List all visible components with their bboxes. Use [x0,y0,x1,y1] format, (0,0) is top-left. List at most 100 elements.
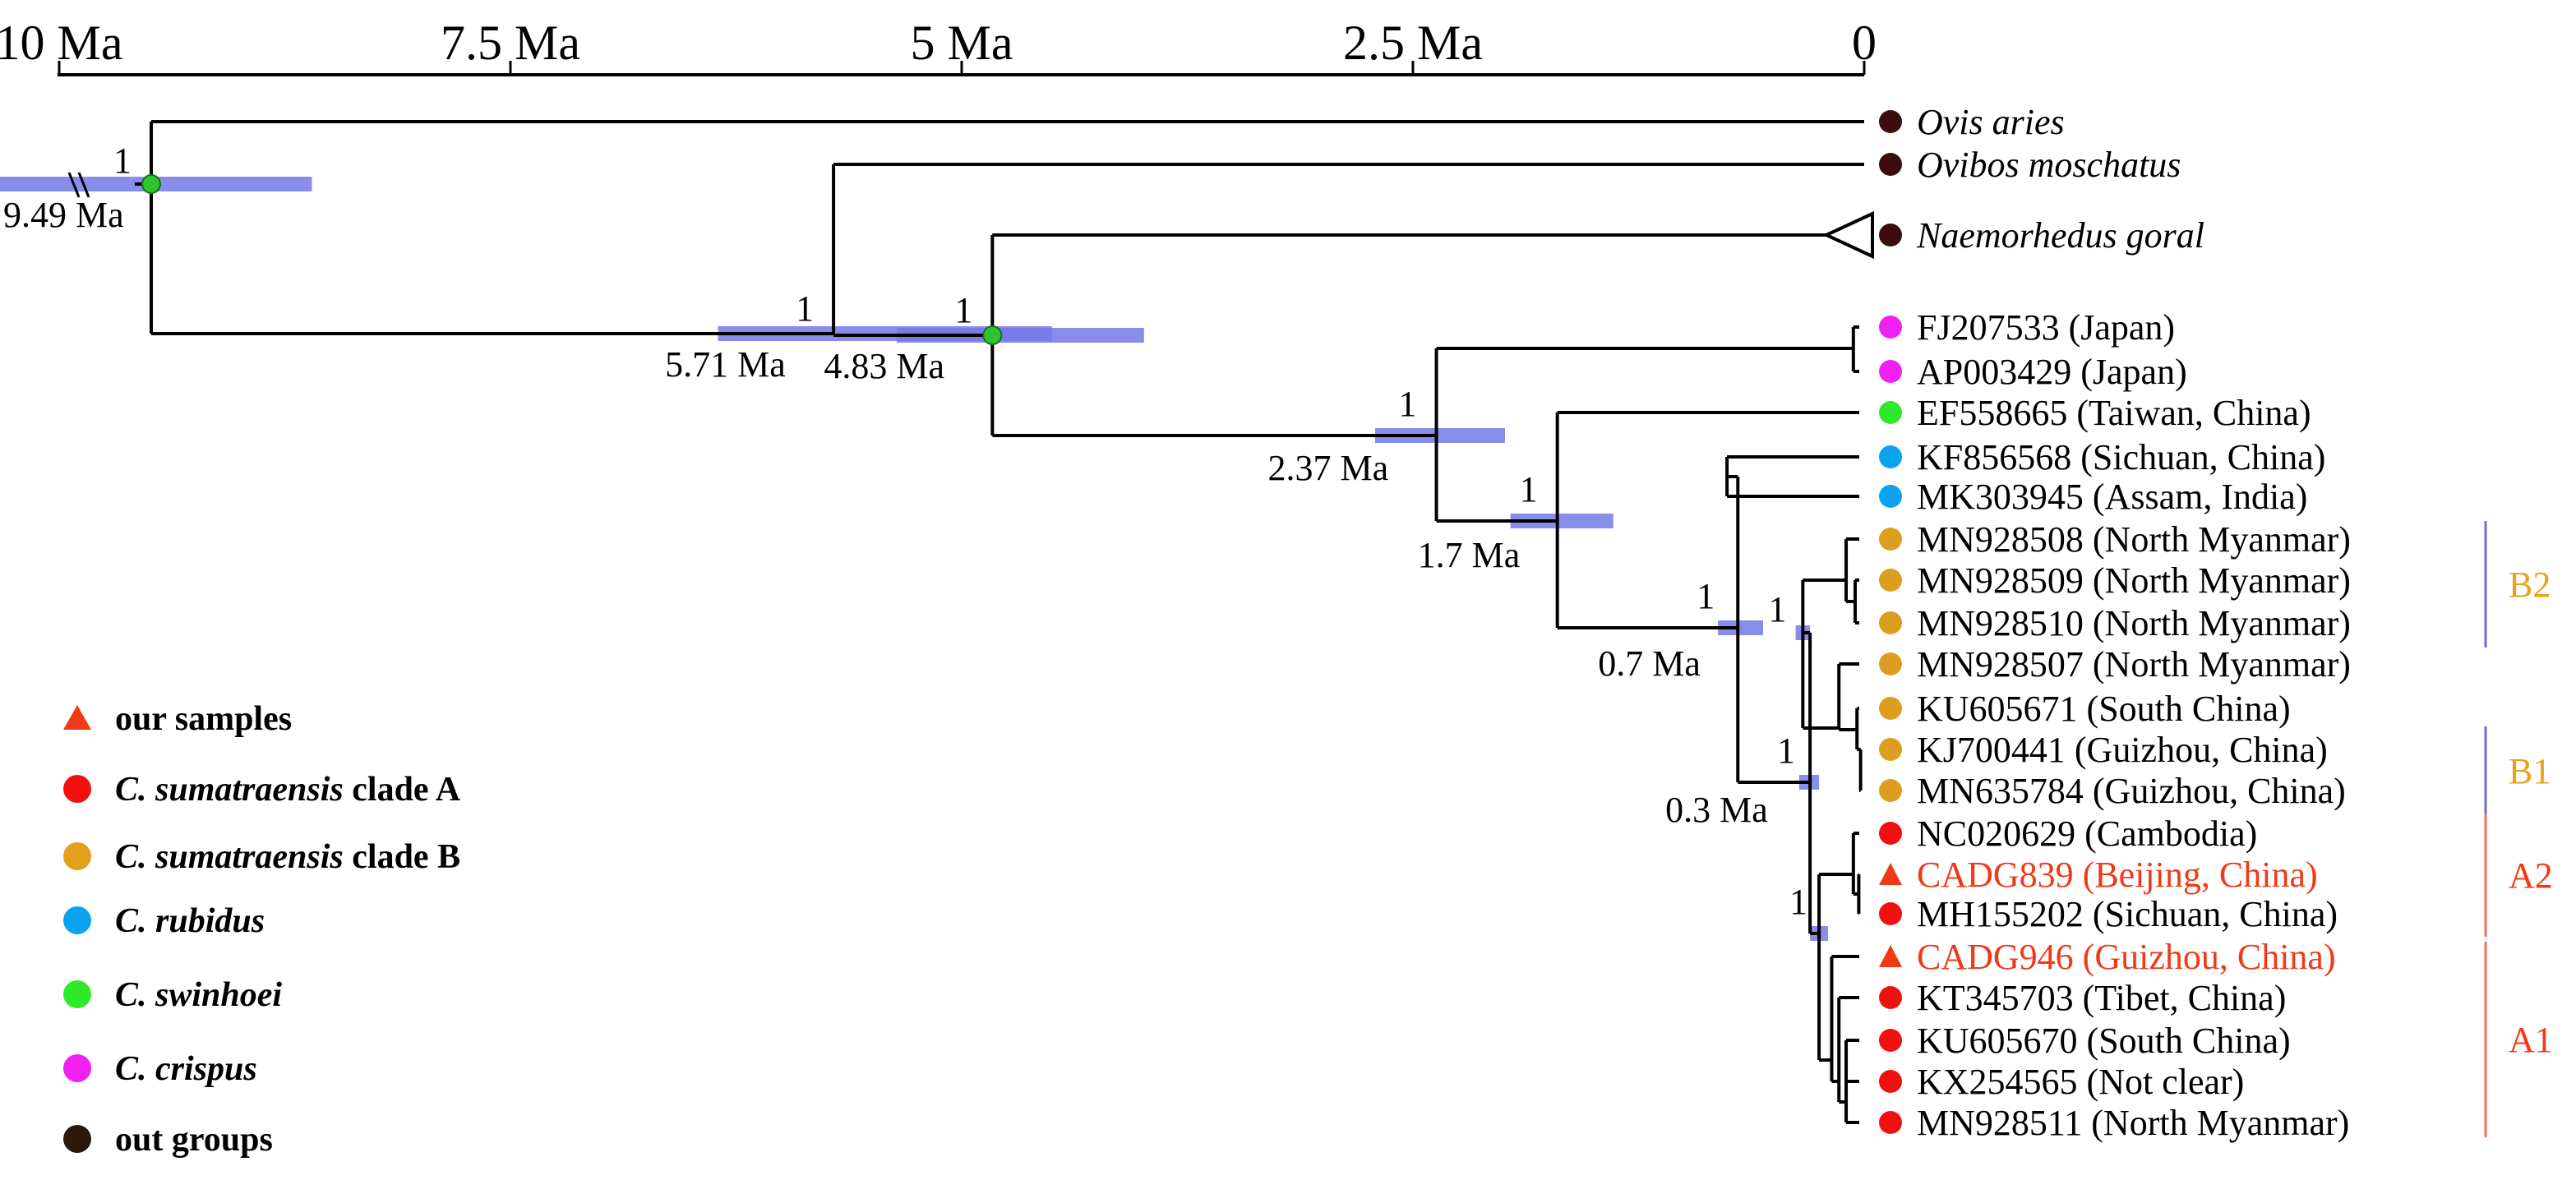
axis-tick-label: 0 [1852,16,1877,70]
legend-circle-symbol [63,1054,91,1082]
node-age-label: 1.7 Ma [1418,535,1521,575]
tip-dot [1879,652,1902,675]
tip-dot [1879,528,1902,551]
axis-break-mark [67,172,81,198]
legend-label: C. rubidus [115,902,265,940]
legend-label-species: C. sumatraensis [115,771,344,809]
tip-dot [1879,902,1902,925]
tip-label: KF856568 (Sichuan, China) [1917,437,2325,477]
tip-dot [1879,779,1902,802]
tip-label: KX254565 (Not clear) [1917,1062,2244,1102]
legend-label-text: out groups [115,1121,273,1159]
tip-dot [1879,569,1902,592]
legend-label-species: C. crispus [115,1050,257,1088]
legend-label-text: clade B [344,838,460,876]
hpd-bar [1510,514,1613,528]
hpd-bar [896,328,1144,343]
tip-dot [1879,224,1902,247]
tip-dot [1879,611,1902,634]
tip-label: MN928507 (North Myanmar) [1917,644,2351,684]
hpd-bars [0,177,1829,941]
tip-label: MN928509 (North Myanmar) [1917,560,2351,601]
legend-label: C. crispus [115,1050,257,1088]
tip-label: MN928510 (North Myanmar) [1917,603,2351,643]
tip-label: AP003429 (Japan) [1917,352,2187,392]
legend-circle-symbol [63,842,91,870]
calibration-node-marker [141,174,161,194]
tip-label: KU605671 (South China) [1917,689,2291,729]
tip-label: MH155202 (Sichuan, China) [1917,894,2338,934]
legend-circle-symbol [63,1125,91,1153]
clade-label: A1 [2509,1020,2553,1060]
node-age-label: 0.7 Ma [1598,643,1701,684]
legend-label: C. sumatraensis clade B [115,838,460,876]
tip-dot [1879,1029,1902,1052]
tip-dot [1879,401,1902,424]
sample-triangle-marker [1879,863,1902,885]
clade-label: B1 [2509,751,2551,791]
tip-dot [1879,153,1902,176]
node-support: 1 [1520,469,1538,509]
tip-label: MK303945 (Assam, India) [1917,477,2307,517]
node-age-label: 4.83 Ma [824,346,944,386]
axis-tick-label: 5 Ma [911,16,1013,70]
axis-tick-label: 2.5 Ma [1343,16,1483,70]
node-support: 1 [1399,384,1417,424]
tip-dot [1879,360,1902,383]
legend-label: out groups [115,1121,273,1159]
tip-label: MN928508 (North Myanmar) [1917,519,2351,560]
node-support: 1 [1789,882,1807,922]
legend-label: our samples [115,700,292,738]
node-age-label: 9.49 Ma [3,195,124,235]
legend-triangle-symbol [63,705,91,730]
axis-tick-label: 7.5 Ma [441,16,580,70]
legend-circle-symbol [63,775,91,803]
legend-circle-symbol [63,980,91,1008]
axis-break-mark [77,172,90,198]
branches [67,120,1874,1124]
tip-dot [1879,986,1902,1009]
tip-label: Ovibos moschatus [1917,145,2181,185]
tip-dot [1879,738,1902,761]
legend-label-species: C. swinhoei [115,976,282,1014]
tip-label: MN635784 (Guizhou, China) [1917,771,2346,811]
legend-label-species: C. rubidus [115,902,265,940]
legend-label: C. sumatraensis clade A [115,771,461,809]
legend-label-text: clade A [344,771,461,809]
tip-dot [1879,1070,1902,1093]
legend-label: C. swinhoei [115,976,282,1014]
collapsed-clade-triangle [1822,210,1874,260]
node-support: 1 [1697,576,1715,616]
hpd-bar [1374,428,1505,443]
legend-label-species: C. sumatraensis [115,838,344,876]
axis-tick-label: 10 Ma [0,16,122,70]
tip-dot [1879,822,1902,845]
time-axis: 10 Ma 7.5 Ma 5 Ma 2.5 Ma 0 [0,16,1877,76]
tip-dot [1879,110,1902,133]
node-support: 1 [1768,589,1786,629]
node-support: 1 [113,141,132,181]
legend-label-text: our samples [115,700,292,738]
tip-label: NC020629 (Cambodia) [1917,814,2257,854]
tip-dot [1879,445,1902,468]
tip-dot [1879,485,1902,508]
tip-label: KU605670 (South China) [1917,1021,2291,1061]
tip-label: CADG839 (Beijing, China) [1917,855,2318,895]
tip-label: MN928511 (North Myanmar) [1917,1103,2349,1143]
node-support: 1 [954,290,972,330]
tip-label: KT345703 (Tibet, China) [1917,978,2286,1018]
node-support: 1 [1777,731,1795,771]
calibration-node-marker [982,325,1003,345]
legend-circle-symbol [63,906,91,934]
tip-label: CADG946 (Guizhou, China) [1917,937,2336,977]
hpd-bar [1718,620,1764,635]
node-age-label: 5.71 Ma [665,344,786,385]
node-support: 1 [796,288,814,329]
tip-label: Ovis aries [1917,102,2065,142]
node-age-label: 0.3 Ma [1665,790,1768,830]
